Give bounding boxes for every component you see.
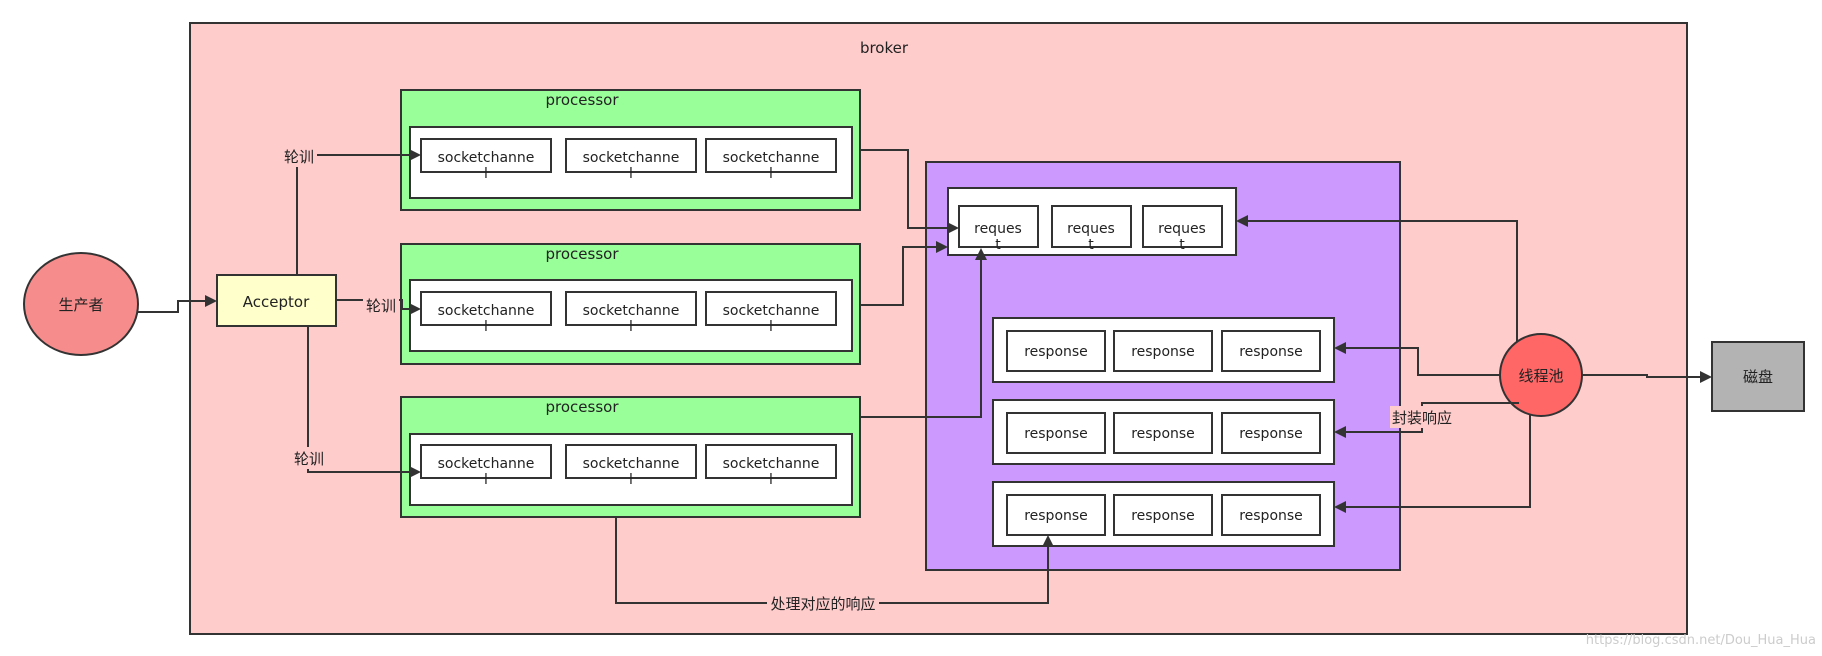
response-item: [1221, 330, 1321, 372]
socket-channel: [705, 291, 837, 326]
producer-label: 生产者: [58, 296, 103, 314]
edge-thread-pool-response-1: [1334, 342, 1500, 376]
processor-label: processor: [546, 398, 620, 416]
producer-node: [23, 252, 139, 356]
edge-thread-pool-disk: [1582, 371, 1712, 383]
disk-label: 磁盘: [1743, 368, 1773, 386]
response-label: response: [1239, 508, 1303, 524]
broker-label: broker: [860, 39, 909, 57]
socket-channel: [565, 138, 697, 173]
socket-channel: [565, 291, 697, 326]
response-item: [1113, 494, 1213, 536]
edge-processor-1-request: [860, 149, 959, 234]
response-label: response: [1024, 426, 1088, 442]
response-label: response: [1131, 344, 1195, 360]
edge-label-wrap-response: 封装响应: [1392, 409, 1452, 427]
socket-channel: [420, 444, 552, 479]
disk-node: [1711, 341, 1805, 412]
acceptor-label: Acceptor: [243, 293, 310, 311]
edge-producer-acceptor: [138, 295, 217, 313]
socket-channel: [565, 444, 697, 479]
thread-pool-label: 线程池: [1518, 367, 1563, 385]
response-queue-2: response response response: [992, 399, 1335, 465]
request-item: [1142, 205, 1223, 248]
socket-channel: [705, 444, 837, 479]
response-item: [1113, 412, 1213, 454]
response-item: [1221, 412, 1321, 454]
edge-processor-2-request: [860, 241, 948, 306]
acceptor-node: [216, 274, 337, 327]
response-item: [1221, 494, 1321, 536]
response-label: response: [1239, 426, 1303, 442]
response-label: response: [1024, 508, 1088, 524]
response-label: response: [1024, 344, 1088, 360]
edge-thread-pool-request: [1236, 215, 1518, 342]
watermark: https://blog.csdn.net/Dou_Hua_Hua: [1586, 633, 1816, 648]
response-label: response: [1131, 426, 1195, 442]
edge-acceptor-processor-3: [307, 326, 421, 478]
request-item: [1051, 205, 1132, 248]
edge-label-round-robin-bottom: 轮训: [294, 450, 324, 468]
edge-label-handle-response: 处理对应的响应: [770, 595, 875, 613]
processor-label: processor: [546, 91, 620, 109]
response-item: [1113, 330, 1213, 372]
socket-channel: [420, 291, 552, 326]
socket-channel: [705, 138, 837, 173]
response-label: response: [1131, 508, 1195, 524]
edge-label-round-robin-top: 轮训: [284, 148, 314, 166]
response-item: [1006, 412, 1106, 454]
response-queue-1: response response response: [992, 317, 1335, 383]
edge-processor-3-request: [860, 248, 987, 418]
request-item: [958, 205, 1039, 248]
socket-channel: [420, 138, 552, 173]
edge-label-round-robin-mid: 轮训: [366, 297, 396, 315]
edge-thread-pool-response-3: [1334, 415, 1531, 513]
response-item: [1006, 330, 1106, 372]
processor-label: processor: [546, 245, 620, 263]
response-label: response: [1239, 344, 1303, 360]
response-item: [1006, 494, 1106, 536]
response-queue-3: response response response: [992, 481, 1335, 547]
